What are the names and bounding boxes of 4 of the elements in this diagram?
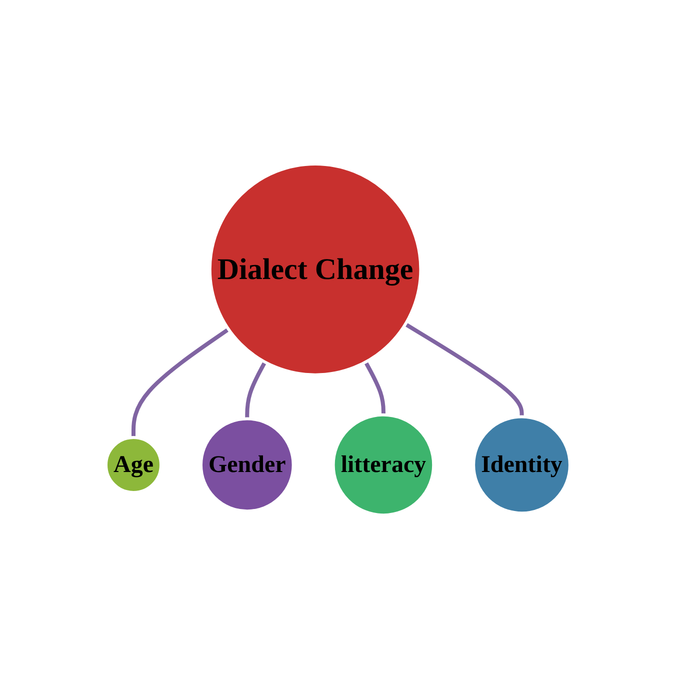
connector	[244, 361, 266, 419]
connector	[363, 361, 385, 415]
connector	[131, 328, 230, 438]
connector	[404, 322, 524, 417]
